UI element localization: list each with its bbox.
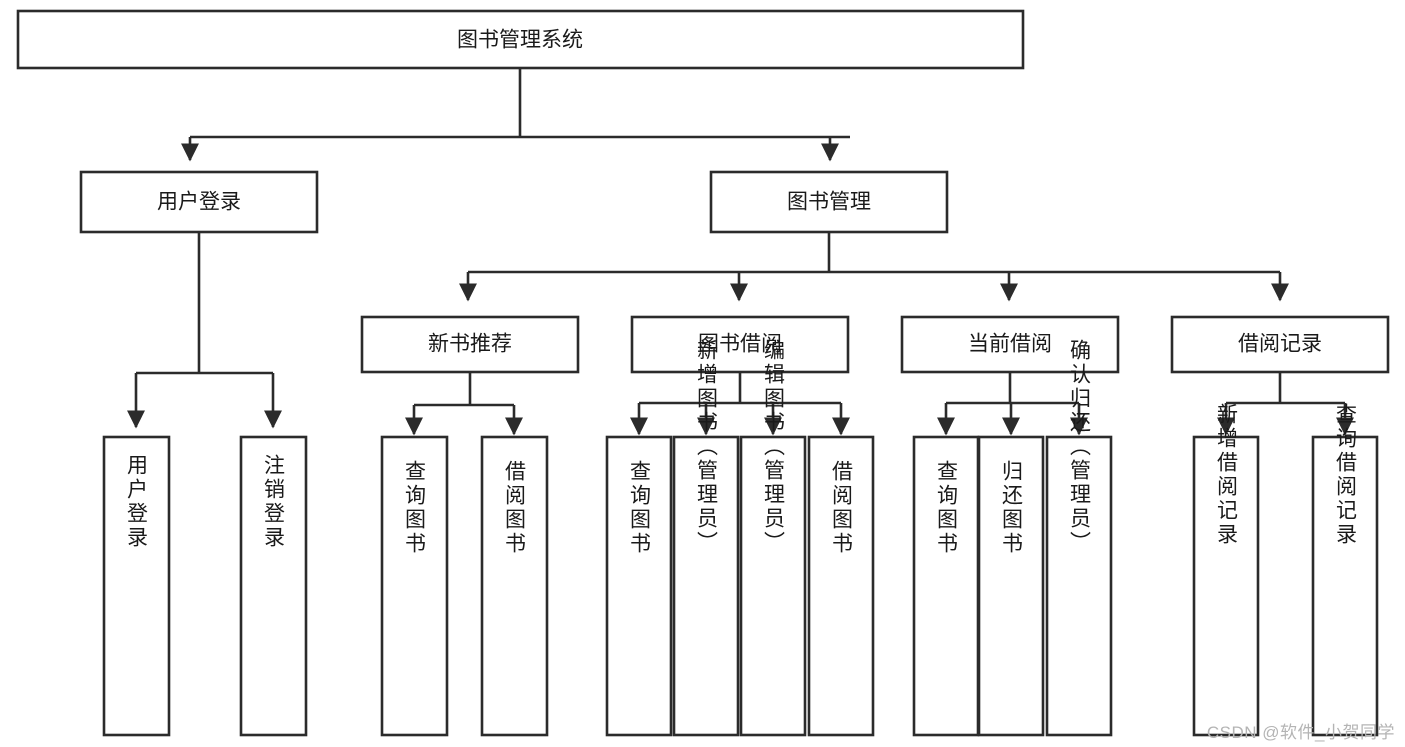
connector-borrow-record-to-leaves: [1216, 372, 1355, 436]
leaf-query-book-2-box: [605, 435, 673, 737]
node-user-login[interactable]: 用户登录: [79, 170, 319, 234]
leaf-edit-book-label: 编辑图书（管理员）: [762, 339, 786, 555]
node-new-book-recommend-label: 新书推荐: [428, 333, 512, 356]
node-root-box: [16, 9, 1025, 70]
leaf-query-book-3-label: 查询图书: [935, 460, 959, 556]
leaf-query-book-1-box: [380, 435, 449, 737]
node-new-book-recommend[interactable]: 新书推荐: [360, 315, 580, 374]
node-current-borrow-box: [900, 315, 1120, 374]
leaf-add-record-label: 新增借阅记录: [1215, 403, 1239, 547]
leaf-confirm-return-box: [1045, 435, 1113, 737]
leaf-confirm-return[interactable]: 确认归还（管理员）: [1045, 339, 1113, 737]
leaf-borrow-book-2-box: [807, 435, 875, 737]
leaf-user-login-label: 用户登录: [125, 454, 149, 550]
leaf-query-book-3-box: [912, 435, 980, 737]
leaf-borrow-book-1-label: 借阅图书: [503, 460, 527, 556]
leaf-add-book-box: [672, 435, 740, 737]
leaf-user-login[interactable]: 用户登录: [102, 435, 171, 737]
leaf-user-logout-box: [239, 435, 308, 737]
leaf-query-book-1[interactable]: 查询图书: [380, 435, 449, 737]
leaf-query-book-2[interactable]: 查询图书: [605, 435, 673, 737]
leaf-add-record[interactable]: 新增借阅记录: [1192, 403, 1260, 737]
leaf-return-book-label: 归还图书: [1000, 460, 1024, 556]
node-new-book-recommend-box: [360, 315, 580, 374]
leaf-edit-book[interactable]: 编辑图书（管理员）: [739, 339, 807, 737]
leaf-user-login-box: [102, 435, 171, 737]
connector-book-borrow-to-leaves: [629, 372, 851, 436]
node-root[interactable]: 图书管理系统: [16, 9, 1025, 70]
node-book-manage-label: 图书管理: [787, 191, 871, 214]
connector-user-login-to-leaves: [126, 232, 283, 429]
node-book-borrow-label: 图书借阅: [698, 333, 782, 356]
leaf-add-book[interactable]: 新增图书（管理员）: [672, 339, 740, 737]
connector-root-to-level2: [180, 68, 850, 162]
leaf-query-record-label: 查询借阅记录: [1334, 403, 1358, 547]
leaf-add-record-box: [1192, 435, 1260, 737]
node-book-manage[interactable]: 图书管理: [709, 170, 949, 234]
node-borrow-record-label: 借阅记录: [1238, 333, 1322, 356]
node-user-login-label: 用户登录: [157, 191, 241, 214]
node-book-borrow[interactable]: 图书借阅: [630, 315, 850, 374]
leaf-user-logout-label: 注销登录: [262, 454, 286, 550]
node-user-login-box: [79, 170, 319, 234]
leaf-query-book-3[interactable]: 查询图书: [912, 435, 980, 737]
leaf-return-book-box: [977, 435, 1045, 737]
node-current-borrow[interactable]: 当前借阅: [900, 315, 1120, 374]
leaf-query-record[interactable]: 查询借阅记录: [1311, 403, 1379, 737]
node-borrow-record[interactable]: 借阅记录: [1170, 315, 1390, 374]
leaf-return-book[interactable]: 归还图书: [977, 435, 1045, 737]
leaf-confirm-return-label: 确认归还（管理员）: [1068, 339, 1092, 555]
connector-current-borrow-to-leaves: [936, 372, 1089, 436]
leaf-borrow-book-2[interactable]: 借阅图书: [807, 435, 875, 737]
leaf-add-book-label: 新增图书（管理员）: [695, 339, 719, 555]
connector-new-book-recommend-to-leaves: [404, 372, 524, 436]
leaf-user-logout[interactable]: 注销登录: [239, 435, 308, 737]
leaf-borrow-book-2-label: 借阅图书: [830, 460, 854, 556]
leaf-borrow-book-1[interactable]: 借阅图书: [480, 435, 549, 737]
leaf-query-book-2-label: 查询图书: [628, 460, 652, 556]
leaf-query-book-1-label: 查询图书: [403, 460, 427, 556]
connector-book-manage-to-level3: [458, 232, 1290, 302]
leaf-query-record-box: [1311, 435, 1379, 737]
node-root-label: 图书管理系统: [457, 29, 583, 52]
leaf-borrow-book-1-box: [480, 435, 549, 737]
leaf-edit-book-box: [739, 435, 807, 737]
node-current-borrow-label: 当前借阅: [968, 333, 1052, 356]
